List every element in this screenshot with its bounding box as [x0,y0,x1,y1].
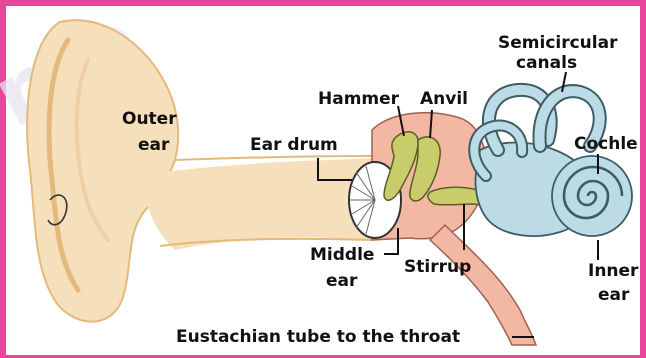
label-stirrup: Stirrup [404,257,471,277]
ear-canal-top-edge [175,156,372,160]
label-ear-drum: Ear drum [250,135,338,155]
label-outer-line2: ear [138,135,170,155]
label-anvil: Anvil [420,89,468,109]
label-middle-line2: ear [326,271,358,291]
label-middle-line1: Middle [310,245,374,265]
label-cochlea: Cochle [574,134,638,154]
label-eustachian: Eustachian tube to the throat [176,327,460,347]
label-semicircular-line2: canals [516,53,577,73]
label-semicircular-line1: Semicircular [498,33,618,53]
label-inner-line1: Inner [588,261,639,281]
label-inner-line2: ear [598,285,630,305]
ear-canal [140,158,372,250]
label-outer-line1: Outer [122,109,177,129]
label-hammer: Hammer [318,89,400,109]
